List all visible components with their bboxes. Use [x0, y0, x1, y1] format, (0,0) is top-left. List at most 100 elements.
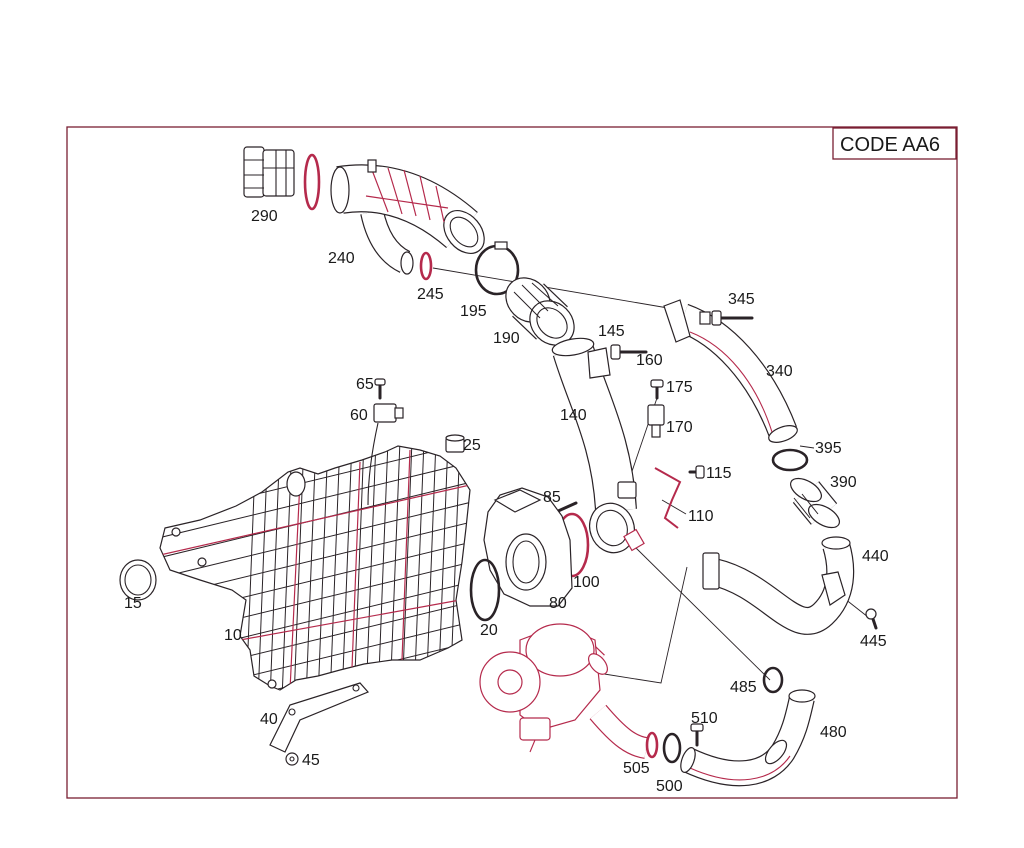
leader-110: [661, 499, 687, 515]
callout-25[interactable]: 25: [463, 437, 481, 454]
sleeve-bands: [244, 150, 294, 196]
coupling-390-end-b: [808, 503, 840, 529]
pipe-340-edge-accent: [689, 331, 773, 433]
leader-440-turbo: [597, 566, 688, 684]
callout-110[interactable]: 110: [688, 508, 714, 525]
coupling-190-ribs: [513, 282, 559, 319]
part-25-cap: [445, 434, 465, 453]
leader-245-340: [432, 267, 669, 309]
throttle-motor-housing: [493, 489, 542, 513]
part-485-clamp: [762, 666, 784, 694]
bracket-40-hole-b: [352, 684, 360, 692]
callout-440[interactable]: 440: [862, 548, 889, 565]
part-245-o-ring: [419, 251, 433, 281]
callout-20[interactable]: 20: [480, 622, 498, 639]
manifold-boss-c: [267, 679, 277, 689]
callout-145[interactable]: 145: [598, 323, 625, 340]
part-500-clamp: [662, 732, 682, 764]
callout-390[interactable]: 390: [830, 474, 857, 491]
turbocharger: [479, 623, 608, 753]
callout-170[interactable]: 170: [666, 419, 693, 436]
callout-395[interactable]: 395: [815, 440, 842, 457]
callout-345[interactable]: 345: [728, 291, 755, 308]
part-290-sleeve: [243, 146, 321, 211]
callout-240[interactable]: 240: [328, 250, 355, 267]
callout-245[interactable]: 245: [417, 286, 444, 303]
callout-10[interactable]: 10: [224, 627, 242, 644]
callout-505[interactable]: 505: [623, 760, 650, 777]
turbo-outlet-hose-fill: [590, 705, 648, 758]
callout-85[interactable]: 85: [543, 489, 561, 506]
callout-15[interactable]: 15: [124, 595, 142, 612]
part-340-pipe: [663, 299, 798, 443]
pipe-140-fill: [554, 344, 636, 512]
coupling-190-inner: [536, 307, 568, 339]
turbo-outlet-hose: [589, 704, 649, 759]
callout-labels: 290 240 245 195 190 345 145 160 340 175 …: [124, 208, 889, 795]
elbow-branch-fill: [361, 209, 411, 272]
cap-25-top: [445, 434, 465, 442]
part-20-o-ring: [469, 558, 501, 622]
callout-65[interactable]: 65: [356, 376, 374, 393]
callout-340[interactable]: 340: [766, 363, 793, 380]
callout-190[interactable]: 190: [493, 330, 520, 347]
callout-510[interactable]: 510: [691, 710, 718, 727]
part-160-bolt: [610, 344, 648, 360]
part-440-pipe: [702, 536, 855, 635]
coupling-390-ribs: [793, 493, 819, 519]
bolt-345-head: [711, 310, 722, 326]
leader-395: [799, 445, 815, 449]
callout-445[interactable]: 445: [860, 633, 887, 650]
code-badge: CODE AA6: [832, 127, 957, 160]
elbow-outlet: [443, 210, 485, 254]
pipe-340-end: [768, 425, 798, 443]
clamp-195-tab: [494, 241, 508, 250]
code-badge-label: CODE AA6: [840, 134, 940, 156]
callout-100[interactable]: 100: [573, 574, 600, 591]
pipe-480-collar: [764, 739, 788, 765]
pipe-440-bracket: [821, 571, 846, 606]
bolt-45-center: [289, 756, 295, 762]
diagram-frame: [66, 126, 958, 799]
part-505-ring: [645, 731, 659, 759]
part-445-bolt: [865, 608, 878, 630]
code-badge-box: [832, 127, 957, 160]
callout-40[interactable]: 40: [260, 711, 278, 728]
callout-500[interactable]: 500: [656, 778, 683, 795]
bolt-45-head: [285, 752, 299, 766]
part-240-elbow-duct: [330, 159, 485, 275]
turbo-compressor-hub: [497, 669, 523, 695]
part-510-bolt: [690, 723, 704, 747]
pipe-340-bracket: [699, 311, 711, 325]
bolt-175-head: [650, 379, 664, 388]
callout-160[interactable]: 160: [636, 352, 663, 369]
callout-115[interactable]: 115: [706, 465, 732, 482]
part-395-clamp: [771, 448, 809, 472]
sensor-60-plug: [394, 407, 404, 419]
callout-45[interactable]: 45: [302, 752, 320, 769]
pipe-480-edge-accent: [689, 755, 791, 781]
sleeve-right-section: [262, 149, 295, 197]
pipe-140-connector: [623, 528, 645, 552]
callout-290[interactable]: 290: [251, 208, 278, 225]
part-65-screw: [374, 378, 386, 400]
part-60-sensor: [367, 403, 404, 506]
pipe-140-bottom-coupling: [589, 502, 635, 554]
callout-485[interactable]: 485: [730, 679, 757, 696]
callout-80[interactable]: 80: [549, 595, 567, 612]
callout-480[interactable]: 480: [820, 724, 847, 741]
elbow-nozzle: [367, 159, 377, 173]
turbo-outlet-flange: [588, 653, 608, 675]
manifold-boss-b: [197, 557, 207, 567]
callout-140[interactable]: 140: [560, 407, 587, 424]
callout-175[interactable]: 175: [666, 379, 693, 396]
callout-60[interactable]: 60: [350, 407, 368, 424]
screw-65-head: [374, 378, 386, 386]
throttle-bore-inner: [512, 540, 540, 584]
coupling-390-end-a: [790, 477, 822, 503]
part-345-bolt: [711, 310, 754, 326]
callout-195[interactable]: 195: [460, 303, 487, 320]
manifold-boss-a: [171, 527, 181, 537]
part-170-sensor: [647, 404, 665, 438]
sleeve-left-section: [243, 146, 265, 198]
